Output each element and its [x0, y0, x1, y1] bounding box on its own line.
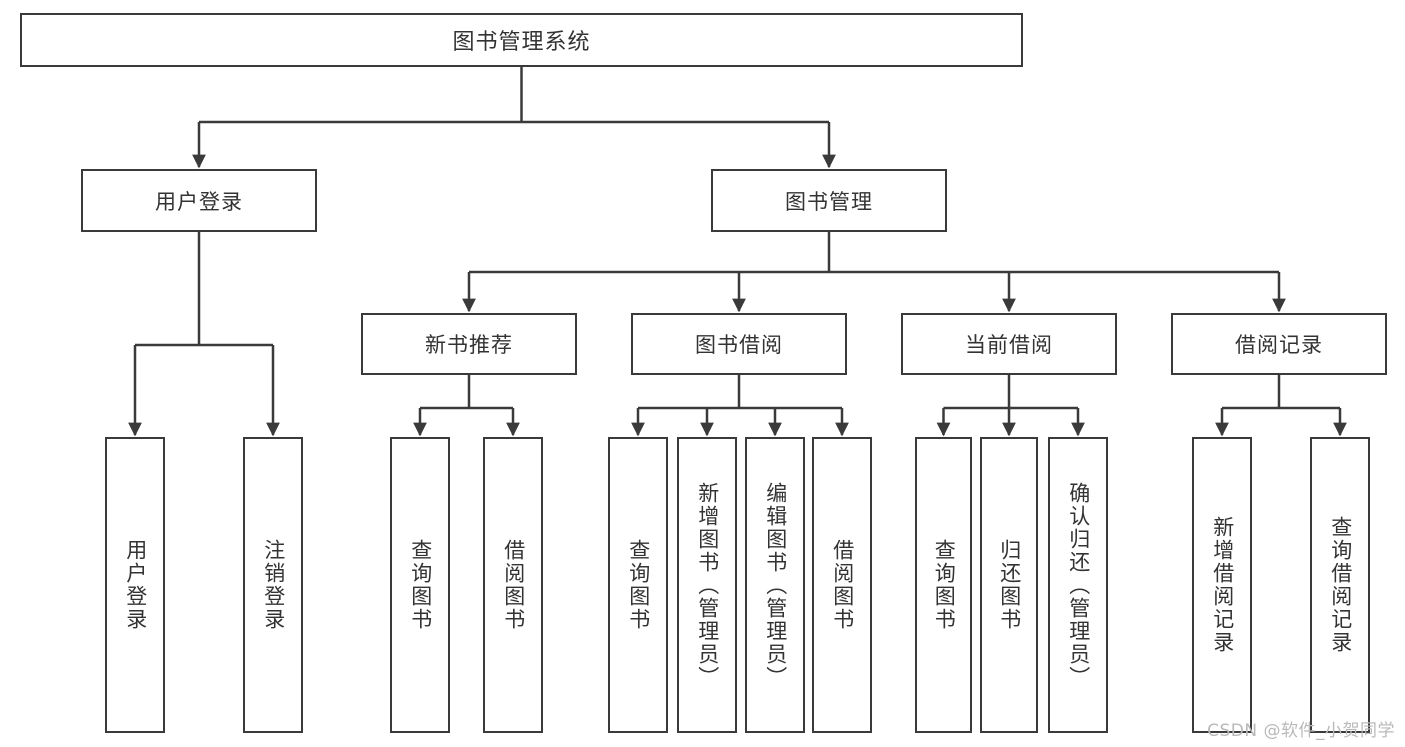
node-label: 借阅图书	[830, 539, 855, 631]
node-leaf-12[interactable]: 查询借阅记录	[1310, 437, 1370, 733]
node-label: 借阅记录	[1235, 333, 1323, 357]
node-label: 查询图书	[626, 539, 651, 631]
node-label: 用户登录	[155, 189, 243, 214]
node-level2-0[interactable]: 用户登录	[81, 169, 317, 232]
watermark-text: CSDN @软件_小贺同学	[1207, 721, 1395, 741]
node-leaf-7[interactable]: 借阅图书	[812, 437, 872, 733]
node-label: 查询借阅记录	[1328, 516, 1353, 654]
node-level3-0[interactable]: 新书推荐	[361, 313, 577, 375]
node-label: 新增借阅记录	[1210, 516, 1235, 654]
node-label: 图书管理	[785, 189, 873, 214]
node-level2-1[interactable]: 图书管理	[711, 169, 947, 232]
node-leaf-5[interactable]: 新增图书（管理员）	[677, 437, 737, 733]
node-level3-2[interactable]: 当前借阅	[901, 313, 1117, 375]
node-label: 查询图书	[932, 539, 957, 631]
node-leaf-6[interactable]: 编辑图书（管理员）	[745, 437, 805, 733]
node-level3-3[interactable]: 借阅记录	[1171, 313, 1387, 375]
node-label: 图书借阅	[695, 333, 783, 357]
node-label: 查询图书	[408, 539, 433, 631]
node-label: 借阅图书	[501, 539, 526, 631]
node-label: 图书管理系统	[452, 30, 591, 55]
node-root-book-management-system[interactable]: 图书管理系统	[20, 13, 1023, 67]
node-leaf-11[interactable]: 新增借阅记录	[1192, 437, 1252, 733]
node-leaf-8[interactable]: 查询图书	[915, 437, 972, 733]
node-leaf-10[interactable]: 确认归还（管理员）	[1048, 437, 1108, 733]
node-label: 归还图书	[997, 539, 1022, 631]
node-level3-1[interactable]: 图书借阅	[631, 313, 847, 375]
node-label: 注销登录	[261, 539, 286, 631]
node-label: 新书推荐	[425, 333, 513, 357]
node-leaf-0[interactable]: 用户登录	[105, 437, 165, 733]
node-leaf-4[interactable]: 查询图书	[608, 437, 668, 733]
node-leaf-2[interactable]: 查询图书	[390, 437, 450, 733]
node-label: 当前借阅	[965, 333, 1053, 357]
node-label: 新增图书（管理员）	[695, 481, 720, 689]
node-leaf-3[interactable]: 借阅图书	[483, 437, 543, 733]
node-label: 确认归还（管理员）	[1066, 481, 1091, 689]
node-label: 用户登录	[123, 539, 148, 631]
node-leaf-9[interactable]: 归还图书	[980, 437, 1038, 733]
node-leaf-1[interactable]: 注销登录	[243, 437, 303, 733]
node-label: 编辑图书（管理员）	[763, 481, 788, 689]
